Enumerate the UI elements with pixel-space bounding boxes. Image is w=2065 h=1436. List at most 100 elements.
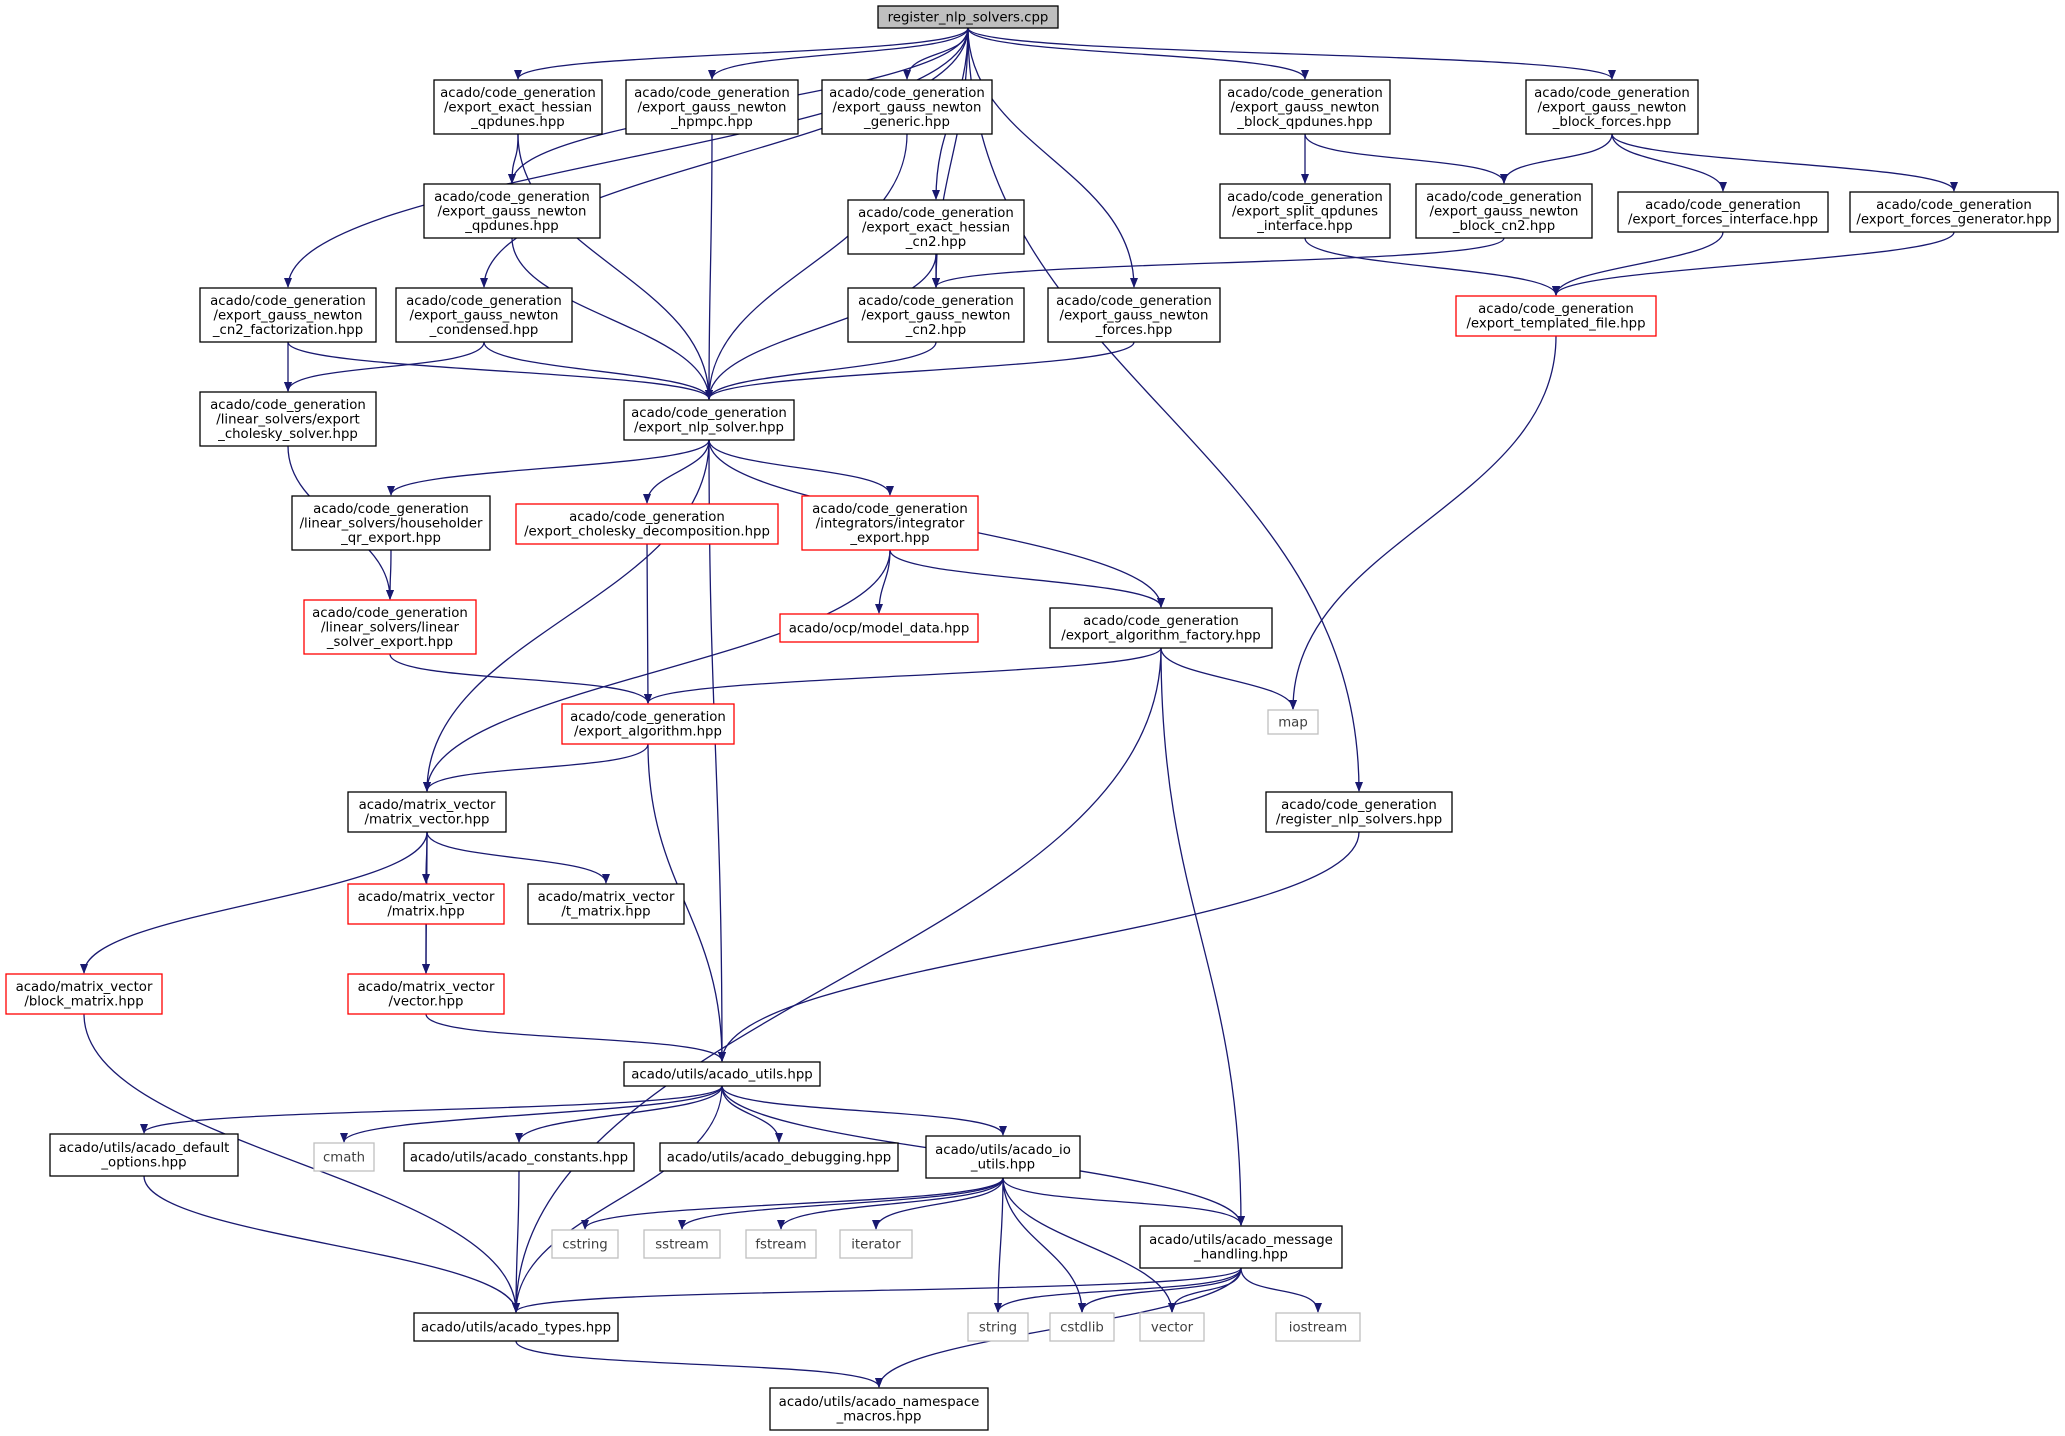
node-matrix-vector[interactable]: acado/matrix_vector/matrix_vector.hpp bbox=[347, 791, 507, 833]
node-map[interactable]: map bbox=[1267, 709, 1319, 735]
node-io-utils[interactable]: acado/utils/acado_io_utils.hpp bbox=[925, 1135, 1081, 1179]
node-vector-std[interactable]: vector bbox=[1139, 1312, 1205, 1342]
node-linear-solver-export[interactable]: acado/code_generation/linear_solvers/lin… bbox=[303, 599, 477, 655]
node-cholesky-solver[interactable]: acado/code_generation/linear_solvers/exp… bbox=[199, 391, 377, 447]
edge-message_handling-to-vector_std bbox=[1168, 1267, 1242, 1313]
node-export-algorithm[interactable]: acado/code_generation/export_algorithm.h… bbox=[561, 703, 735, 745]
node-iostream[interactable]: iostream bbox=[1275, 1312, 1361, 1342]
node-string[interactable]: string bbox=[967, 1312, 1029, 1342]
node-cstdlib[interactable]: cstdlib bbox=[1049, 1312, 1115, 1342]
node-box bbox=[801, 495, 979, 551]
node-box bbox=[199, 287, 377, 343]
node-label-line: _cn2_factorization.hpp bbox=[212, 323, 363, 338]
node-algorithm-factory[interactable]: acado/code_generation/export_algorithm_f… bbox=[1049, 607, 1273, 649]
node-root[interactable]: register_nlp_solvers.cpp bbox=[877, 5, 1059, 29]
node-matrix[interactable]: acado/matrix_vector/matrix.hpp bbox=[347, 883, 505, 925]
node-label-line: _condensed.hpp bbox=[429, 323, 539, 338]
node-forces-generator[interactable]: acado/code_generation/export_forces_gene… bbox=[1849, 191, 2059, 233]
node-box bbox=[1267, 709, 1319, 735]
node-box bbox=[1455, 295, 1657, 337]
node-box bbox=[403, 1142, 635, 1172]
edge-default_options-to-acado_types bbox=[143, 1175, 520, 1313]
node-debugging[interactable]: acado/utils/acado_debugging.hpp bbox=[659, 1142, 899, 1172]
node-egn-qpdunes[interactable]: acado/code_generation/export_gauss_newto… bbox=[423, 183, 601, 239]
edge-linear_solver_export-to-export_algorithm bbox=[389, 653, 652, 704]
node-box bbox=[1047, 287, 1221, 343]
node-label-line: acado/code_generation bbox=[1227, 190, 1383, 205]
node-label-line: acado/code_generation bbox=[1426, 190, 1582, 205]
node-box bbox=[769, 1387, 989, 1431]
node-cmath[interactable]: cmath bbox=[313, 1142, 375, 1172]
node-constants[interactable]: acado/utils/acado_constants.hpp bbox=[403, 1142, 635, 1172]
node-box bbox=[527, 883, 685, 925]
edge-nlp_solver-to-householder bbox=[387, 439, 710, 496]
node-label-line: acado/matrix_vector bbox=[16, 980, 153, 995]
edge-io_utils-to-string bbox=[994, 1177, 1004, 1313]
node-box bbox=[623, 399, 795, 441]
node-block-matrix[interactable]: acado/matrix_vector/block_matrix.hpp bbox=[5, 973, 163, 1015]
node-label-line: /matrix_vector.hpp bbox=[365, 813, 490, 828]
node-label-line: /export_forces_generator.hpp bbox=[1856, 213, 2051, 228]
node-model-data[interactable]: acado/ocp/model_data.hpp bbox=[779, 613, 979, 643]
node-box bbox=[303, 599, 477, 655]
node-acado-utils[interactable]: acado/utils/acado_utils.hpp bbox=[623, 1061, 821, 1087]
node-split-qpdunes[interactable]: acado/code_generation/export_split_qpdun… bbox=[1219, 183, 1391, 239]
node-label-line: /matrix.hpp bbox=[387, 905, 464, 920]
node-egn-cn2-fact[interactable]: acado/code_generation/export_gauss_newto… bbox=[199, 287, 377, 343]
node-egn-generic[interactable]: acado/code_generation/export_gauss_newto… bbox=[821, 79, 993, 135]
node-label-line: _block_cn2.hpp bbox=[1452, 219, 1555, 234]
node-label-line: _forces.hpp bbox=[1095, 323, 1173, 338]
node-t-matrix[interactable]: acado/matrix_vector/t_matrix.hpp bbox=[527, 883, 685, 925]
node-label-line: /register_nlp_solvers.hpp bbox=[1276, 813, 1442, 828]
node-label-line: acado/code_generation bbox=[570, 710, 726, 725]
node-egn-forces[interactable]: acado/code_generation/export_gauss_newto… bbox=[1047, 287, 1221, 343]
node-label-line: acado/code_generation bbox=[812, 502, 968, 517]
node-box bbox=[925, 1135, 1081, 1179]
node-register-nlp-hpp[interactable]: acado/code_generation/register_nlp_solve… bbox=[1265, 791, 1453, 833]
node-box bbox=[347, 883, 505, 925]
node-egn-block-forces[interactable]: acado/code_generation/export_gauss_newto… bbox=[1525, 79, 1699, 135]
node-label-line: /integrators/integrator bbox=[816, 516, 965, 531]
edge-eeh_cn2-to-nlp_solver bbox=[705, 253, 937, 400]
node-eeh-qpdunes[interactable]: acado/code_generation/export_exact_hessi… bbox=[433, 79, 603, 135]
node-fstream[interactable]: fstream bbox=[745, 1229, 817, 1259]
node-egn-block-cn2[interactable]: acado/code_generation/export_gauss_newto… bbox=[1415, 183, 1593, 239]
node-egn-condensed[interactable]: acado/code_generation/export_gauss_newto… bbox=[395, 287, 573, 343]
node-iterator[interactable]: iterator bbox=[839, 1229, 913, 1259]
node-box bbox=[1219, 79, 1391, 135]
node-nlp-solver[interactable]: acado/code_generation/export_nlp_solver.… bbox=[623, 399, 795, 441]
node-label-line: /export_templated_file.hpp bbox=[1466, 317, 1645, 332]
node-acado-types[interactable]: acado/utils/acado_types.hpp bbox=[413, 1312, 619, 1342]
node-egn-hpmpc[interactable]: acado/code_generation/export_gauss_newto… bbox=[625, 79, 799, 135]
node-eeh-cn2[interactable]: acado/code_generation/export_exact_hessi… bbox=[847, 199, 1025, 255]
node-label-line: vector bbox=[1151, 1320, 1194, 1335]
edge-acado_utils-to-io_utils bbox=[721, 1085, 1007, 1136]
node-box bbox=[413, 1312, 619, 1342]
node-box bbox=[561, 703, 735, 745]
node-label-line: cstring bbox=[562, 1237, 607, 1252]
node-vector[interactable]: acado/matrix_vector/vector.hpp bbox=[347, 973, 505, 1015]
node-namespace-macros[interactable]: acado/utils/acado_namespace_macros.hpp bbox=[769, 1387, 989, 1431]
node-message-handling[interactable]: acado/utils/acado_message_handling.hpp bbox=[1139, 1225, 1343, 1269]
edge-integrator_export-to-matrix_vector bbox=[423, 549, 891, 792]
node-label-line: acado/code_generation bbox=[1534, 86, 1690, 101]
node-egn-block-qpdunes[interactable]: acado/code_generation/export_gauss_newto… bbox=[1219, 79, 1391, 135]
node-forces-interface[interactable]: acado/code_generation/export_forces_inte… bbox=[1617, 191, 1829, 233]
node-box bbox=[551, 1229, 619, 1259]
node-sstream[interactable]: sstream bbox=[643, 1229, 721, 1259]
node-label-line: _qr_export.hpp bbox=[340, 531, 441, 546]
node-cstring[interactable]: cstring bbox=[551, 1229, 619, 1259]
edge-eeh_qpdunes-to-nlp_solver bbox=[517, 133, 713, 400]
node-egn-cn2[interactable]: acado/code_generation/export_gauss_newto… bbox=[847, 287, 1025, 343]
node-default-options[interactable]: acado/utils/acado_default_options.hpp bbox=[49, 1133, 239, 1177]
node-integrator-export[interactable]: acado/code_generation/integrators/integr… bbox=[801, 495, 979, 551]
edge-matrix_vector-to-block_matrix bbox=[80, 831, 428, 974]
edge-root-to-egn_forces bbox=[967, 27, 1138, 288]
node-cholesky-decomp[interactable]: acado/code_generation/export_cholesky_de… bbox=[515, 503, 779, 545]
edge-egn_condensed-to-cholesky_solver bbox=[284, 341, 485, 392]
node-householder[interactable]: acado/code_generation/linear_solvers/hou… bbox=[291, 495, 491, 551]
node-label-line: acado/code_generation bbox=[858, 294, 1014, 309]
node-templated-file[interactable]: acado/code_generation/export_templated_f… bbox=[1455, 295, 1657, 337]
edge-message_handling-to-cstdlib bbox=[1078, 1267, 1242, 1313]
edge-egn_block_forces-to-forces_generator bbox=[1611, 133, 1958, 192]
